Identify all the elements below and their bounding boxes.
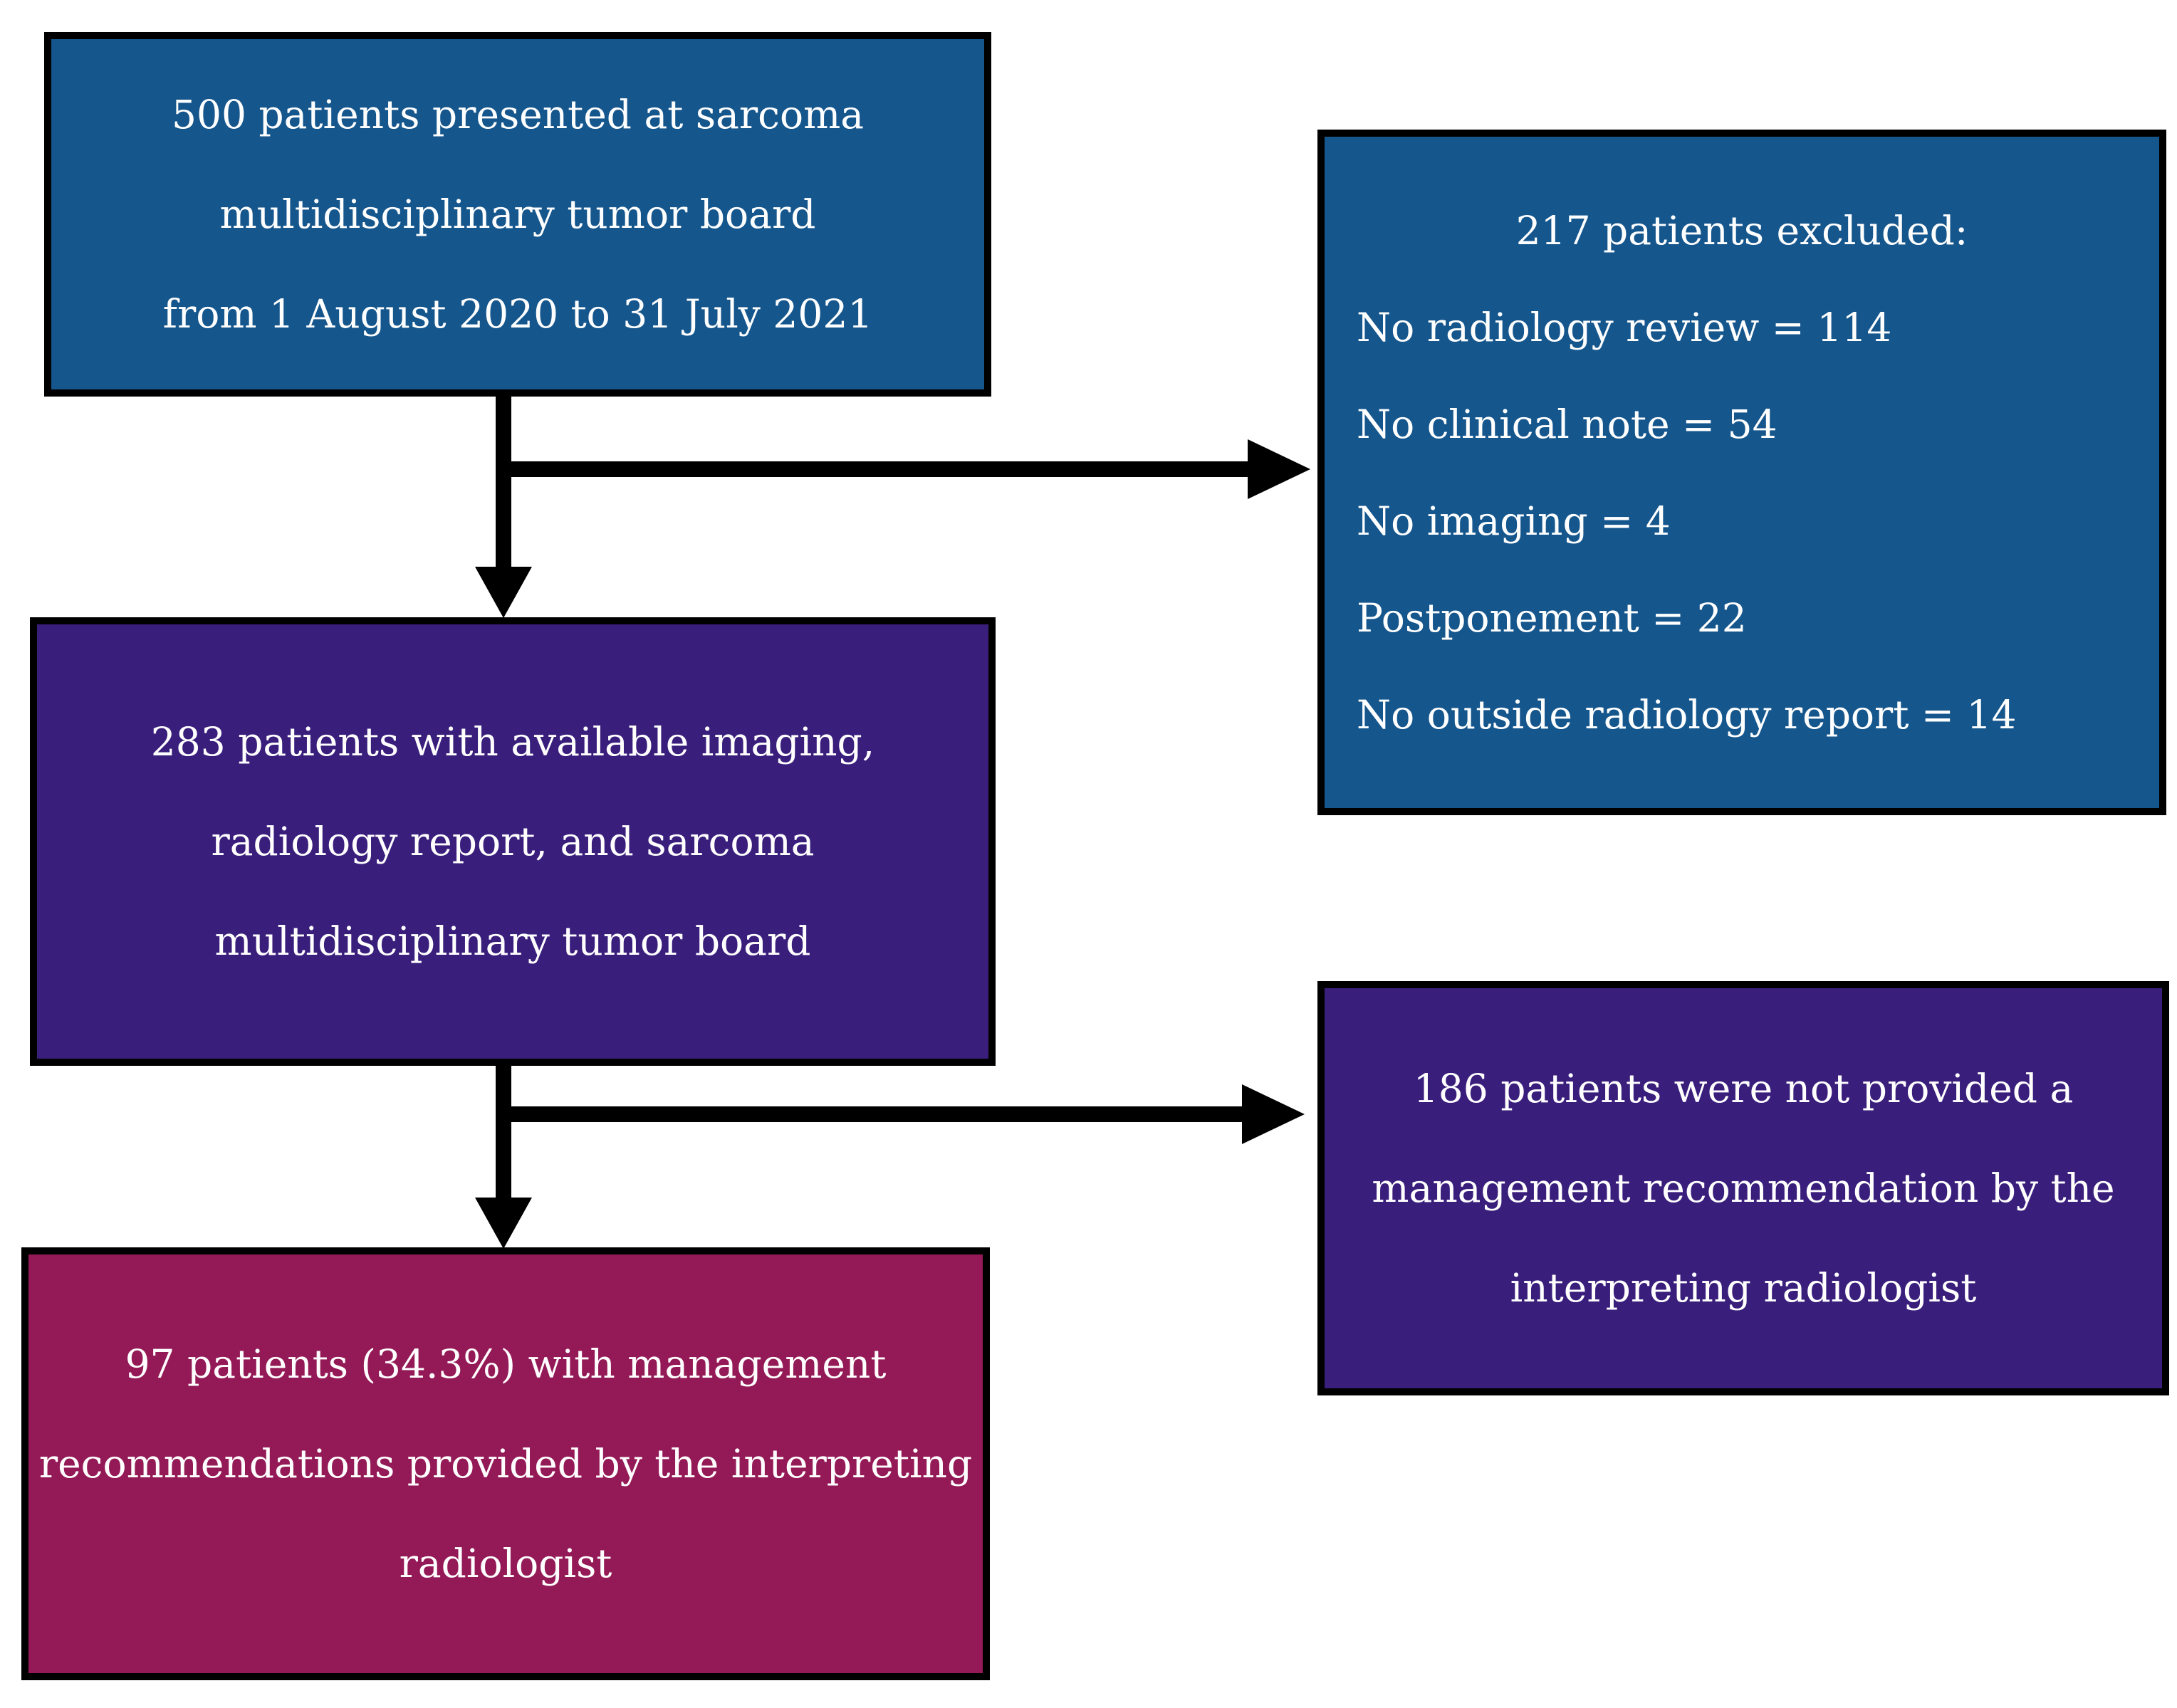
box-text-line: multidisciplinary tumor board	[219, 192, 816, 237]
box-text-line: from 1 August 2020 to 31 July 2021	[162, 291, 873, 337]
box-patients-recommended: 97 patients (34.3%) with management reco…	[21, 1247, 990, 1680]
arrow-down-head-icon	[475, 1198, 532, 1249]
arrow-down-head-icon	[475, 567, 532, 618]
box-text-line: management recommendation by the	[1372, 1165, 2115, 1211]
box-text-line: multidisciplinary tumor board	[214, 918, 811, 964]
excluded-title: 217 patients excluded:	[1515, 207, 1968, 253]
arrow-right-shaft-2	[496, 1106, 1245, 1122]
box-text-line: radiologist	[399, 1541, 612, 1586]
excluded-item: Postponement = 22	[1357, 594, 1747, 641]
arrow-right-head-icon	[1242, 1084, 1305, 1144]
box-patients-presented: 500 patients presented at sarcoma multid…	[44, 32, 991, 397]
excluded-item: No clinical note = 54	[1357, 401, 1777, 447]
arrow-right-head-icon	[1248, 439, 1310, 499]
arrow-down-shaft-1	[496, 394, 511, 572]
box-text-line: radiology report, and sarcoma	[211, 819, 815, 864]
arrow-right-shaft-1	[496, 461, 1251, 477]
excluded-item: No imaging = 4	[1357, 498, 1671, 544]
box-patients-available: 283 patients with available imaging, rad…	[30, 617, 996, 1066]
excluded-item: No outside radiology report = 14	[1357, 691, 2017, 738]
box-text-line: 97 patients (34.3%) with management	[125, 1341, 887, 1387]
box-patients-not-provided: 186 patients were not provided a managem…	[1317, 981, 2169, 1395]
box-text-line: 500 patients presented at sarcoma	[171, 92, 865, 137]
box-text-line: interpreting radiologist	[1510, 1265, 1977, 1311]
box-text-line: recommendations provided by the interpre…	[38, 1441, 973, 1487]
box-patients-excluded: 217 patients excluded: No radiology revi…	[1317, 130, 2166, 815]
excluded-item: No radiology review = 114	[1357, 304, 1892, 350]
box-text-line: 283 patients with available imaging,	[150, 719, 875, 765]
box-text-line: 186 patients were not provided a	[1413, 1066, 2074, 1111]
arrow-down-shaft-2	[496, 1064, 511, 1203]
